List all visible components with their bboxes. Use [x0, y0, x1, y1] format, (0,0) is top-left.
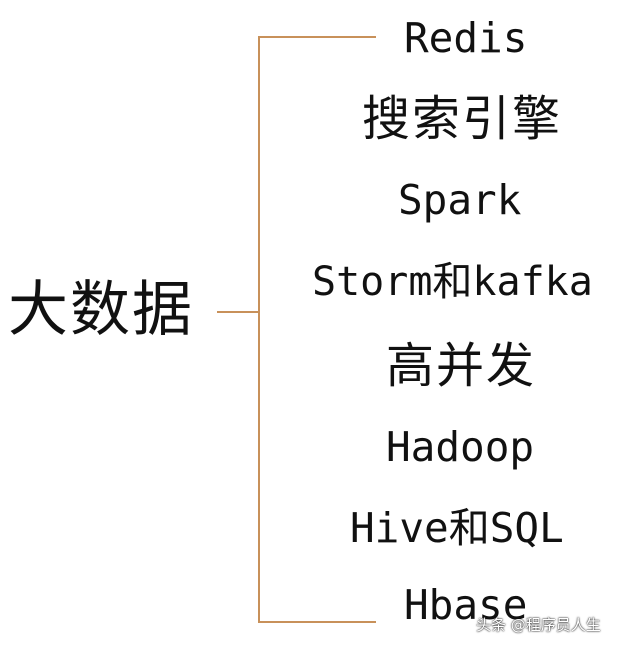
- branch-search-engine: 搜索引擎: [362, 91, 563, 147]
- branch-high-concurrency: 高并发: [386, 338, 537, 394]
- bracket-bottom-arm: [258, 621, 376, 623]
- watermark: 头条 @程序员人生: [476, 616, 601, 634]
- branch-hive-sql: Hive和SQL: [350, 504, 564, 552]
- root-connector: [217, 311, 260, 313]
- branch-hadoop: Hadoop: [386, 423, 535, 471]
- branch-spark: Spark: [398, 176, 522, 224]
- bracket-spine: [258, 36, 260, 623]
- root-node: 大数据: [8, 275, 194, 345]
- branch-redis: Redis: [404, 14, 528, 62]
- branch-storm-kafka: Storm和kafka: [312, 259, 593, 305]
- branch-hbase: Hbase: [404, 581, 528, 629]
- bracket-top-arm: [258, 36, 376, 38]
